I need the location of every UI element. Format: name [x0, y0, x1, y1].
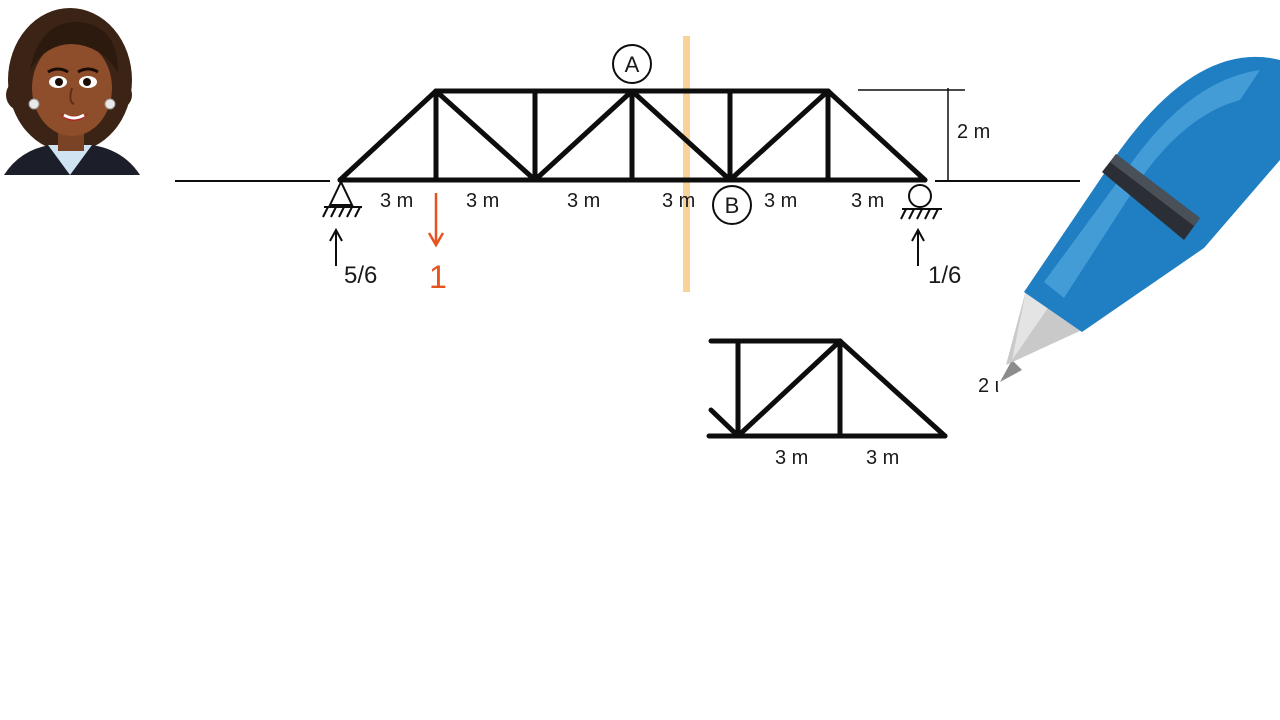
right-reaction-label: 1/6 [928, 262, 961, 289]
pin-support-icon [322, 179, 362, 218]
section-cut-line [683, 36, 690, 292]
partial-panel-label-1: 3 m [775, 447, 808, 469]
node-a-marker: A [612, 44, 652, 84]
panel-label-5: 3 m [764, 190, 797, 212]
panel-label-4: 3 m [662, 190, 695, 212]
roller-support-icon [900, 184, 942, 220]
panel-label-6: 3 m [851, 190, 884, 212]
unit-load-arrow [427, 193, 445, 248]
node-a-label: A [625, 52, 640, 77]
node-b-marker: B [712, 185, 752, 225]
partial-panel-label-2: 3 m [866, 447, 899, 469]
panel-label-1: 3 m [380, 190, 413, 212]
left-reaction-label: 5/6 [344, 262, 377, 289]
right-reaction-arrow [911, 227, 925, 266]
height-label: 2 m [957, 121, 990, 143]
partial-handwritten-text: 2 ι [978, 375, 999, 397]
partial-truss [706, 338, 948, 439]
presenter-avatar-icon [0, 0, 142, 175]
unit-load-label: 1 [429, 259, 447, 295]
main-truss [337, 88, 928, 183]
node-b-label: B [725, 193, 740, 218]
panel-label-2: 3 m [466, 190, 499, 212]
left-reaction-arrow [329, 227, 343, 266]
pen-icon [1000, 56, 1280, 382]
panel-label-3: 3 m [567, 190, 600, 212]
height-dimension [858, 88, 965, 182]
